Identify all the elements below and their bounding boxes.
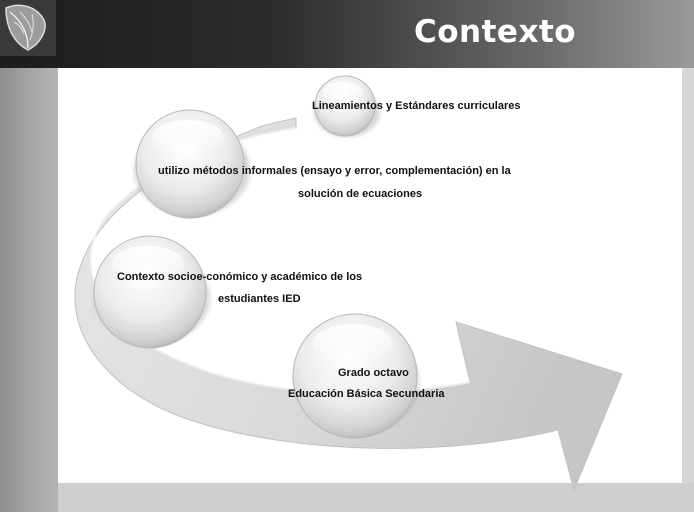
node-1-label: Lineamientos y Estándares curriculares	[312, 100, 521, 112]
node-3-label-line-1: Contexto socioe-conómico y académico de …	[117, 271, 363, 283]
node-2-label-line-1: utilizo métodos informales (ensayo y err…	[158, 165, 511, 177]
orb-node-3	[93, 235, 210, 349]
node-4-label-line-2: Educación Básica Secundaria	[288, 388, 445, 400]
bottom-band	[58, 483, 694, 512]
right-edge-strip	[682, 68, 694, 483]
leaf-emblem-icon	[0, 0, 56, 56]
node-3-label-line-2: estudiantes IED	[218, 293, 301, 305]
node-2-label-line-2: solución de ecuaciones	[298, 188, 423, 200]
node-4-label-line-1: Grado octavo	[338, 367, 409, 379]
header-bar	[0, 0, 694, 68]
orb-node-1	[314, 75, 380, 137]
left-side-strip	[0, 68, 58, 512]
orb-node-2	[134, 109, 250, 219]
page-title: Contexto	[414, 14, 577, 50]
orb-node-4	[292, 313, 419, 439]
